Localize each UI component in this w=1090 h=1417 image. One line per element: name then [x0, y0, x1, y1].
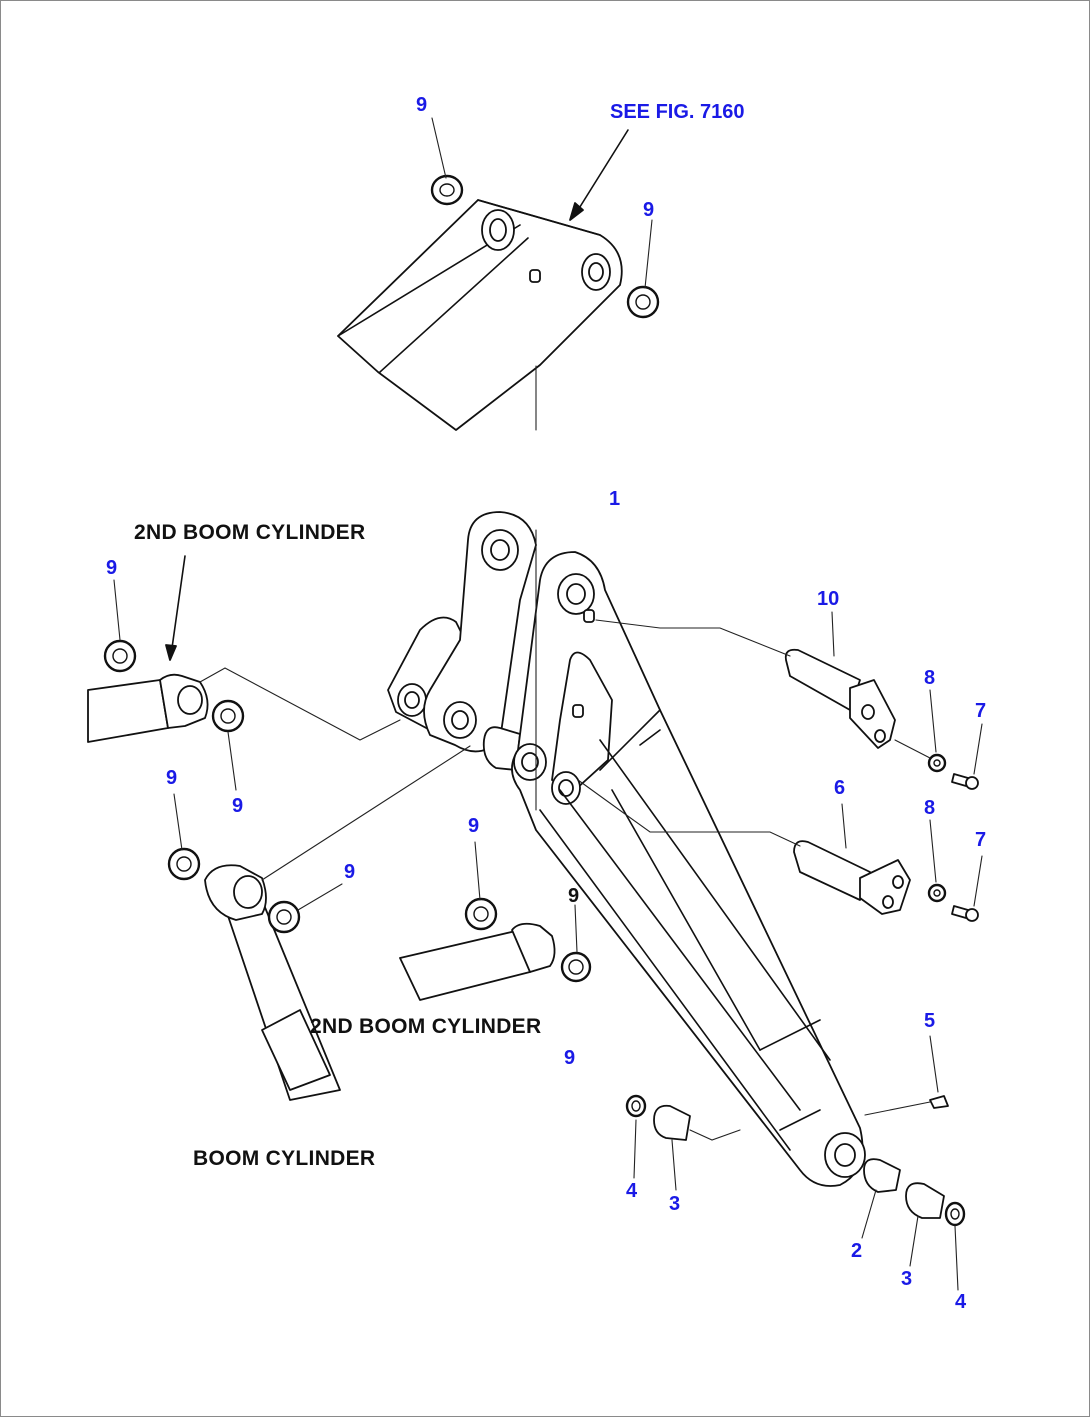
callout-9-left-a: 9: [106, 557, 118, 579]
washer-left-d: [267, 900, 301, 934]
callout-5: 5: [924, 1010, 936, 1032]
bolt-7-top: [951, 773, 979, 790]
washer-mid-a: [464, 897, 498, 931]
callout-9-left-b: 9: [232, 795, 244, 817]
callout-8-bottom: 8: [924, 797, 936, 819]
washer-mid-b: [560, 951, 592, 983]
pin-6: [793, 840, 911, 915]
seal-4-left: [625, 1094, 647, 1118]
callout-9-mid-b: 9: [568, 885, 580, 907]
reference-callout: SEE FIG. 7160: [610, 101, 745, 123]
callout-9-mid-c: 9: [564, 1047, 576, 1069]
callout-3-right: 3: [901, 1268, 913, 1290]
callout-9-mid-a: 9: [468, 815, 480, 837]
bushing-3-left: [653, 1104, 691, 1141]
second-boom-cylinder-middle: [399, 922, 556, 1001]
bolt-7-bottom: [951, 905, 979, 922]
callout-6: 6: [834, 777, 846, 799]
grease-fitting-5: [929, 1095, 949, 1109]
callout-9-top-left: 9: [416, 94, 428, 116]
callout-4-left: 4: [626, 1180, 638, 1202]
washer-left-a: [103, 639, 137, 673]
upper-boom-detail: [337, 199, 623, 431]
label-second-boom-cylinder-mid: 2ND BOOM CYLINDER: [310, 1015, 542, 1038]
callout-7-top: 7: [975, 700, 987, 722]
seal-4-right: [944, 1201, 966, 1227]
boom-cylinder: [204, 864, 341, 1101]
washer-top-left: [430, 174, 464, 206]
callout-9-top-right: 9: [643, 199, 655, 221]
label-second-boom-cylinder-top: 2ND BOOM CYLINDER: [134, 521, 366, 544]
bushing-2: [863, 1158, 901, 1193]
callout-7-bottom: 7: [975, 829, 987, 851]
boom-assembly: [387, 511, 866, 1187]
washer-left-c: [167, 847, 201, 881]
washer-left-b: [211, 699, 245, 733]
callout-9-left-c: 9: [166, 767, 178, 789]
label-boom-cylinder: BOOM CYLINDER: [193, 1147, 376, 1170]
callout-8-top: 8: [924, 667, 936, 689]
callout-2: 2: [851, 1240, 863, 1262]
washer-8-bottom: [927, 883, 947, 903]
second-boom-cylinder-upper: [87, 673, 209, 743]
callout-4-right: 4: [955, 1291, 967, 1313]
bushing-3-right: [905, 1182, 945, 1219]
callout-1: 1: [609, 488, 621, 510]
pin-10: [784, 648, 896, 749]
callout-10: 10: [817, 588, 840, 610]
callout-3-left: 3: [669, 1193, 681, 1215]
washer-top-right: [626, 285, 660, 319]
callout-9-left-d: 9: [344, 861, 356, 883]
washer-8-top: [927, 753, 947, 773]
